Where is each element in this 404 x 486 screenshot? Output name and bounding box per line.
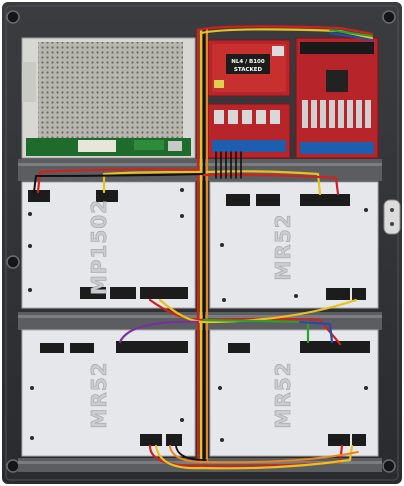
wiring-harness [33,25,374,470]
board-mr52-bottom-right: MR52 [209,329,379,457]
stacked-module-line1: NL4 / B100 [231,59,265,65]
side-latch [383,199,401,235]
board-label-mr52-bottom-right: MR52 [271,361,295,428]
mounting-holes [6,10,396,473]
board-mr52-top-right: MR52 [209,181,379,309]
board-label-mr52-top-right: MR52 [271,213,295,280]
controller-board-red [295,37,379,159]
power-supply [21,37,196,159]
board-mp1502: MP1502 [21,181,196,309]
stacked-interface-module: NL4 / B100 STACKED [207,39,291,97]
board-label-mr52-bottom-left: MR52 [87,361,111,428]
relay-module-small [207,103,291,159]
stacked-module-line2: STACKED [234,67,263,73]
board-label-mp1502: MP1502 [87,199,111,295]
board-mr52-bottom-left: MR52 [21,329,196,457]
